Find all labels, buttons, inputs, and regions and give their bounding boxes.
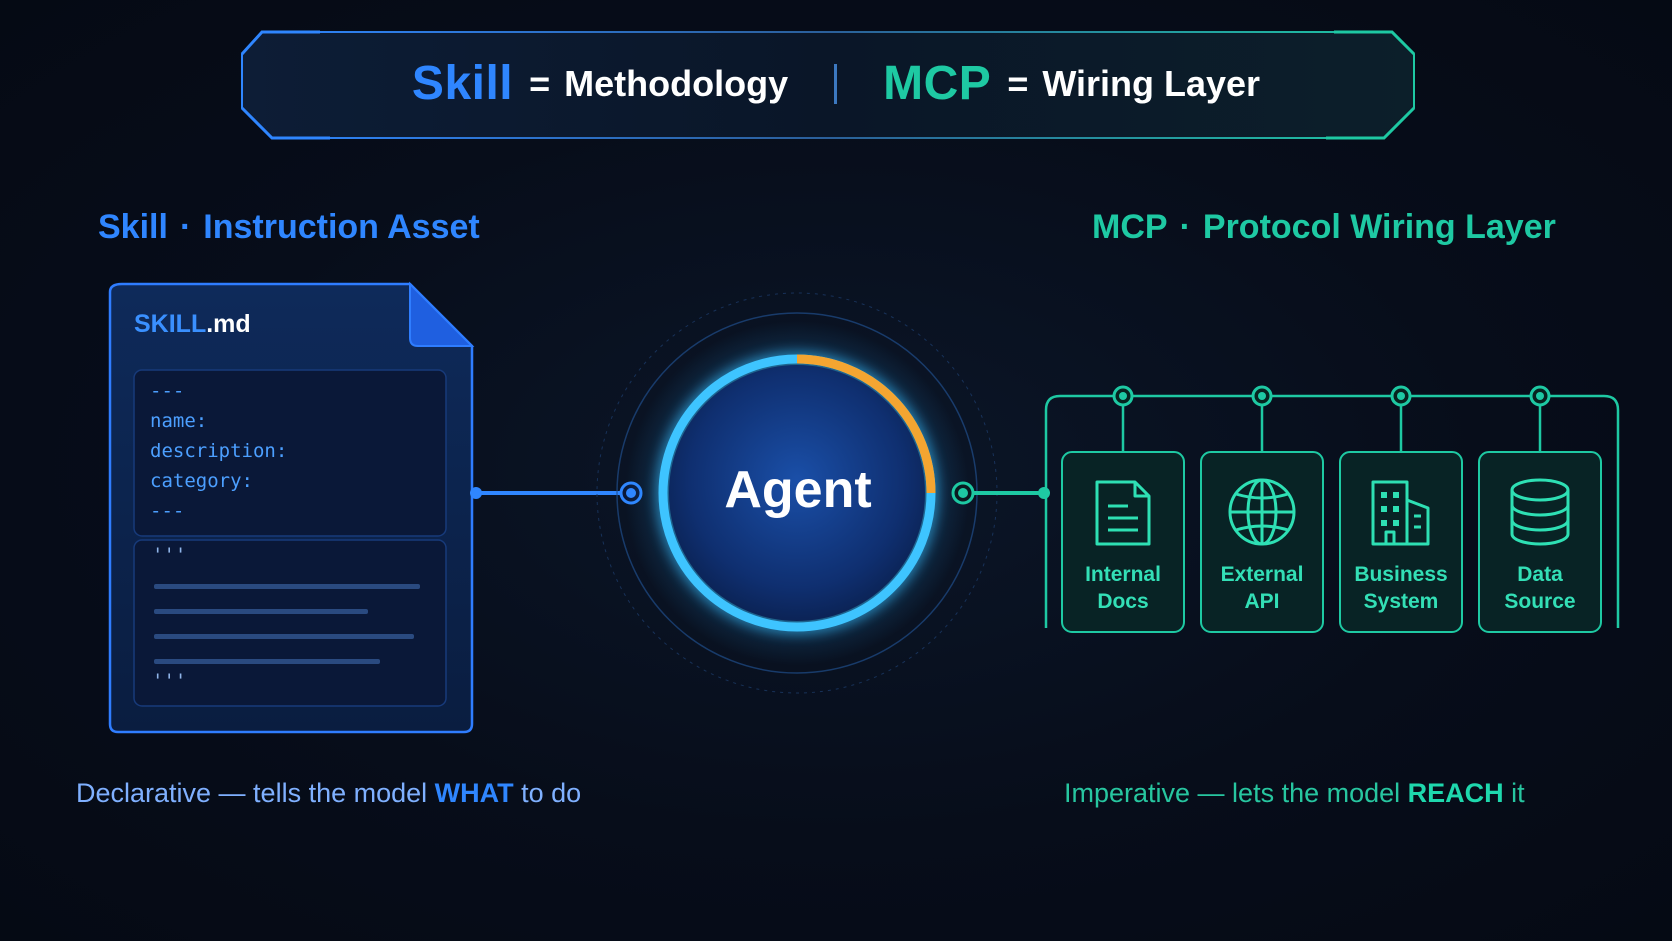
document-icon bbox=[1095, 480, 1151, 546]
code-block-close: ''' bbox=[152, 670, 187, 692]
skill-caption-suffix: to do bbox=[513, 778, 582, 808]
banner-skill-definition: Methodology bbox=[564, 62, 789, 104]
resource-label-line: Source bbox=[1504, 590, 1576, 613]
resource-label-line: Business bbox=[1354, 563, 1448, 586]
mcp-section-title: MCP · Protocol Wiring Layer bbox=[1092, 208, 1556, 247]
banner-skill-keyword: Skill bbox=[411, 57, 514, 110]
frontmatter-line: --- bbox=[150, 380, 185, 402]
skill-title: Skill bbox=[98, 208, 168, 246]
resource-card-business-system bbox=[1339, 451, 1463, 633]
code-placeholder-lines bbox=[154, 584, 420, 664]
banner-title: Skill = Methodology MCP = Wiring Layer bbox=[0, 56, 1672, 111]
resource-label-line: Internal bbox=[1085, 563, 1161, 586]
mcp-panel bbox=[1044, 385, 1620, 628]
agent-label: Agent bbox=[724, 461, 872, 519]
banner-frame bbox=[240, 30, 1416, 140]
code-block-open: ''' bbox=[152, 544, 187, 566]
agent-ring bbox=[596, 292, 998, 694]
skill-file-name: SKILL.md bbox=[134, 310, 251, 339]
mcp-caption-suffix: it bbox=[1503, 778, 1525, 808]
resource-label-line: Data bbox=[1517, 563, 1563, 586]
resource-label-line: Docs bbox=[1097, 590, 1149, 613]
resource-label-external-api: External API bbox=[1200, 561, 1324, 615]
skill-section-title: Skill · Instruction Asset bbox=[98, 208, 480, 247]
mcp-subtitle: Protocol Wiring Layer bbox=[1202, 208, 1556, 246]
frontmatter-line: category: bbox=[150, 470, 253, 492]
frontmatter-line: description: bbox=[150, 440, 288, 462]
banner-skill-equals: = bbox=[529, 62, 551, 104]
banner-mcp-equals: = bbox=[1007, 62, 1029, 104]
resource-label-line: API bbox=[1244, 590, 1280, 613]
globe-icon bbox=[1228, 478, 1296, 546]
building-icon bbox=[1371, 480, 1430, 546]
resource-label-internal-docs: Internal Docs bbox=[1061, 561, 1185, 615]
database-icon bbox=[1510, 478, 1570, 546]
resource-label-line: External bbox=[1220, 563, 1304, 586]
resource-card-data-source bbox=[1478, 451, 1602, 633]
skill-caption: Declarative — tells the model WHAT to do bbox=[76, 778, 581, 809]
skill-title-separator: · bbox=[179, 208, 192, 246]
mcp-title: MCP bbox=[1092, 208, 1168, 246]
banner-mcp-keyword: MCP bbox=[883, 57, 992, 110]
banner-divider bbox=[834, 63, 838, 104]
mcp-connector bbox=[951, 481, 1050, 505]
skill-subtitle: Instruction Asset bbox=[203, 208, 480, 246]
skill-connector bbox=[470, 481, 643, 505]
resource-label-data-source: Data Source bbox=[1478, 561, 1602, 615]
mcp-caption: Imperative — lets the model REACH it bbox=[1064, 778, 1525, 809]
skill-file-card bbox=[108, 281, 475, 734]
file-name-prefix: SKILL bbox=[134, 310, 207, 338]
frontmatter-line: --- bbox=[150, 500, 185, 522]
resource-label-line: System bbox=[1363, 590, 1439, 613]
skill-caption-prefix: Declarative — tells the model bbox=[76, 778, 435, 808]
file-name-suffix: .md bbox=[206, 310, 251, 338]
mcp-caption-prefix: Imperative — lets the model bbox=[1064, 778, 1408, 808]
resource-label-business-system: Business System bbox=[1339, 561, 1463, 615]
mcp-title-separator: · bbox=[1179, 208, 1191, 246]
banner-mcp-definition: Wiring Layer bbox=[1042, 62, 1261, 104]
resource-card-internal-docs bbox=[1061, 451, 1185, 633]
frontmatter-line: name: bbox=[150, 410, 208, 432]
mcp-caption-emphasis: REACH bbox=[1407, 778, 1504, 808]
skill-caption-emphasis: WHAT bbox=[434, 778, 514, 808]
